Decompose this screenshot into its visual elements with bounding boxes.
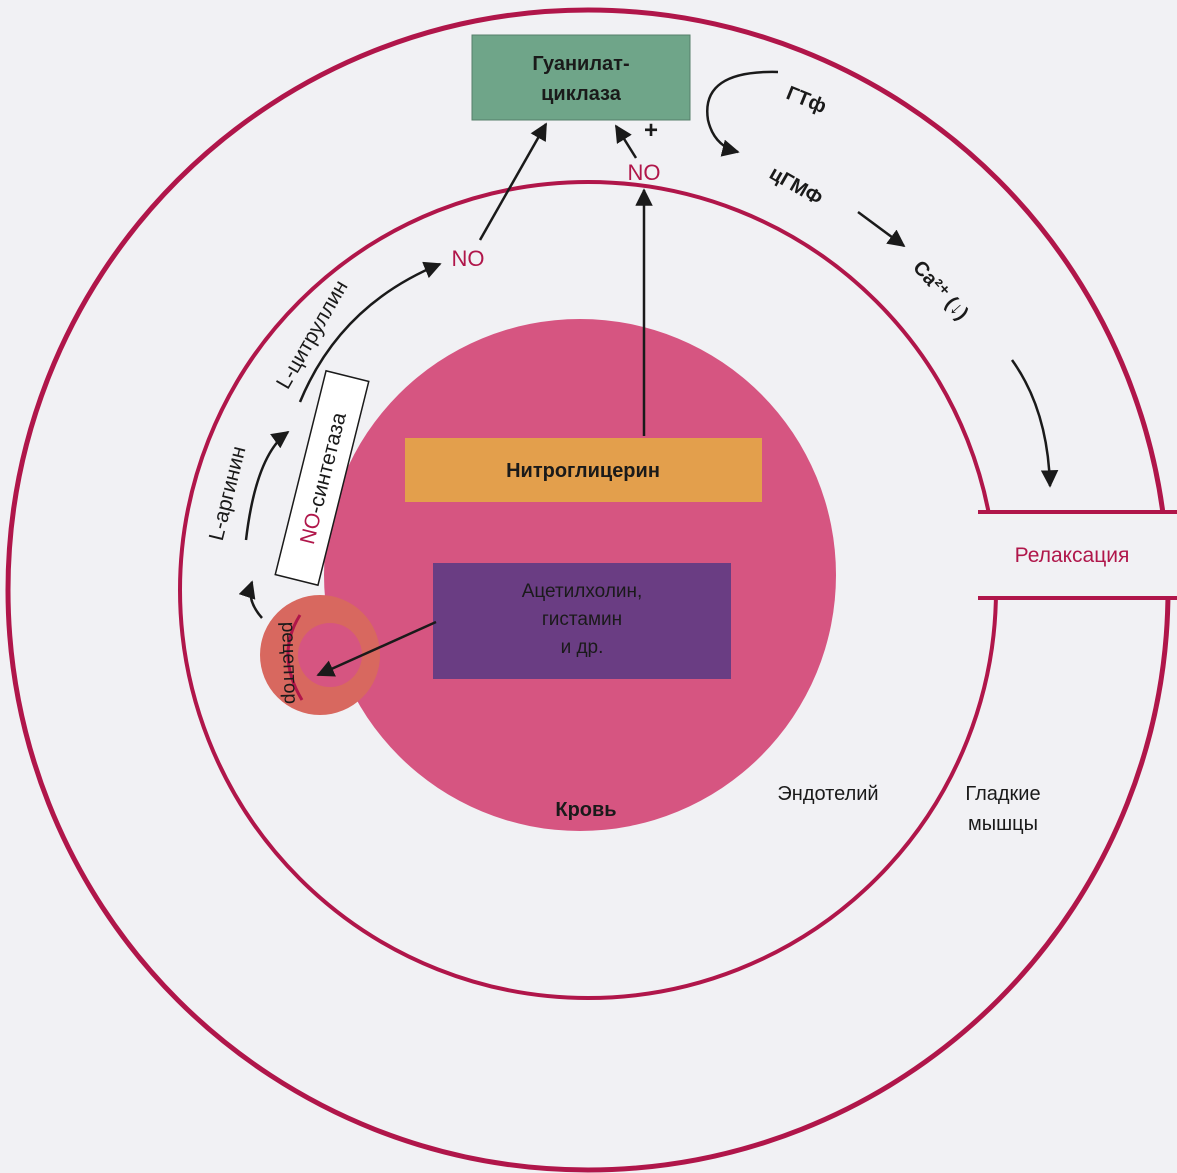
blood-label: Кровь [555, 799, 616, 821]
arrow-agonist-to-receptor [316, 620, 437, 677]
no-synthase-box: NO-синтетаза [274, 369, 370, 587]
no-label-left: NO [452, 246, 485, 271]
arrow-calcium-to-relaxation [1010, 359, 1059, 488]
arrows [238, 70, 1059, 677]
relaxation-channel: Релаксация [976, 510, 1177, 600]
guanylate-cyclase-box: Гуанилат- циклаза [471, 34, 691, 121]
agonist-line2: гистамин [542, 609, 622, 630]
arrow-citrulline-to-no [298, 261, 442, 403]
plus-sign: + [644, 117, 658, 144]
receptor: рецептор [260, 595, 380, 715]
smooth-muscle-line1: Гладкие [965, 783, 1040, 805]
agonist-box: Ацетилхолин, гистамин и др. [433, 563, 731, 679]
smooth-muscle-line2: мышцы [968, 813, 1038, 835]
arrow-no-top-to-cyclase [614, 124, 638, 159]
arrow-cgmp-to-calcium [857, 210, 906, 248]
arrow-no-to-cyclase [478, 122, 548, 241]
endothelium-label: Эндотелий [777, 783, 878, 805]
arrow-receptor-to-synthase [238, 580, 263, 619]
guanylate-cyclase-line1: Гуанилат- [532, 53, 629, 75]
no-label-top: NO [628, 160, 661, 185]
agonist-line1: Ацетилхолин, [522, 581, 643, 602]
agonist-line3: и др. [561, 637, 604, 658]
receptor-label: рецептор [277, 621, 301, 704]
arrow-arginine-to-citrulline [244, 430, 290, 541]
guanylate-cyclase-line2: циклаза [541, 83, 622, 105]
arrow-gtp-to-cgmp [706, 70, 779, 157]
nitroglycerin-box: Нитроглицерин [405, 438, 762, 502]
relaxation-label: Релаксация [1015, 544, 1130, 567]
nitroglycerin-label: Нитроглицерин [506, 460, 660, 482]
